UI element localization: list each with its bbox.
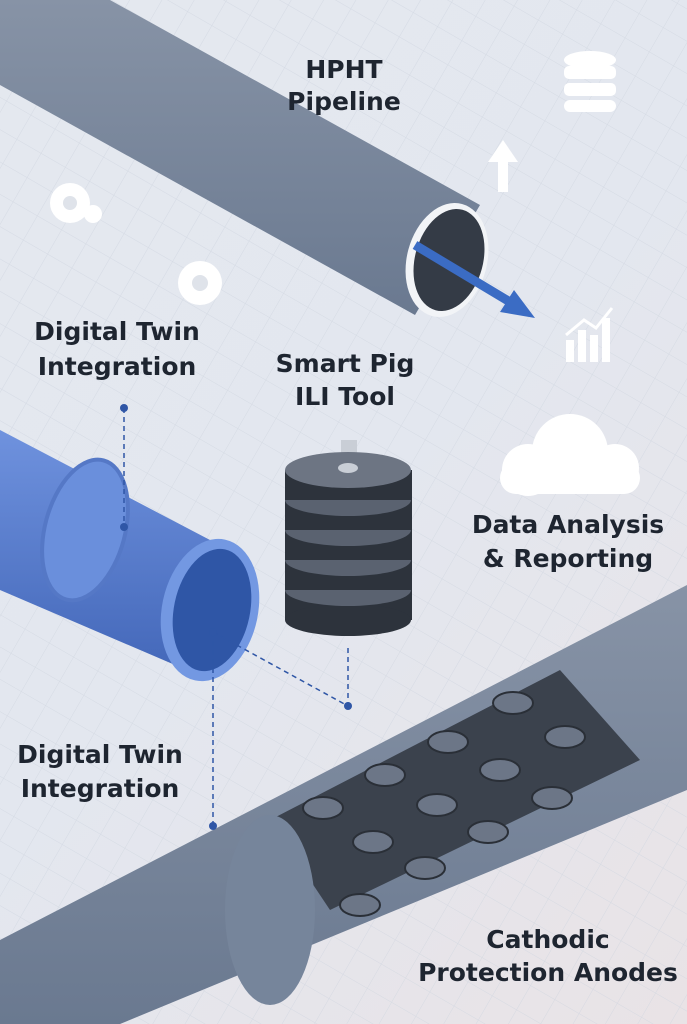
anodes: [302, 691, 586, 917]
smart-pig-tool: [285, 440, 412, 636]
gears-icon: [50, 183, 102, 223]
blue-pipe: [0, 430, 260, 682]
cathodic-pipe: [0, 585, 687, 1024]
cloud-icon: [500, 414, 640, 496]
bar-chart-icon: [565, 307, 614, 362]
connector-dots: [120, 404, 352, 830]
gear-icon: [178, 261, 222, 305]
up-arrow-icon: [488, 140, 518, 192]
database-icon: [564, 51, 616, 112]
data-analysis-label: Data Analysis& Reporting: [472, 510, 664, 573]
flow-arrow-icon: [412, 241, 535, 318]
